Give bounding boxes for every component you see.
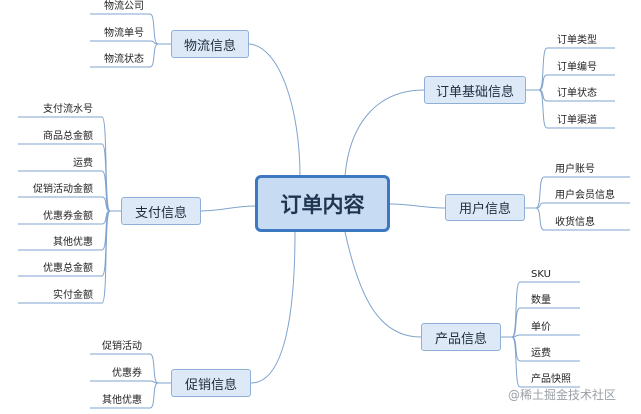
- leaf-product-quantity: 数量: [531, 295, 551, 306]
- connector-central-user: [389, 203, 446, 209]
- leaf-order-status: 订单状态: [557, 88, 597, 99]
- bracket-logistics-branch-2: [90, 43, 159, 68]
- bracket-order-basic-branch-3: [538, 89, 615, 129]
- bracket-promotion-branch-1: [90, 380, 159, 384]
- leaf-payment-freight: 运费: [73, 158, 93, 169]
- leaf-user-membership: 用户会员信息: [555, 190, 615, 201]
- leaf-promotion-activity: 促销活动: [102, 341, 142, 352]
- bracket-logistics-branch-0: [90, 13, 159, 45]
- leaf-promotion-coupon: 优惠券: [112, 368, 142, 379]
- leaf-logistics-status: 物流状态: [104, 54, 144, 65]
- bracket-user-branch-2: [535, 207, 630, 231]
- central-node: 订单内容: [255, 175, 390, 232]
- leaf-order-channel: 订单渠道: [557, 115, 597, 126]
- bracket-payment-branch-7: [18, 210, 111, 304]
- leaf-promotion-other: 其他优惠: [102, 395, 142, 406]
- topic-logistics: 物流信息: [171, 30, 249, 58]
- connector-central-logistics: [248, 43, 301, 177]
- connector-central-payment: [200, 205, 256, 212]
- leaf-user-shipping: 收货信息: [555, 217, 595, 228]
- topic-promotion: 促销信息: [171, 369, 251, 397]
- topic-product: 产品信息: [421, 323, 501, 351]
- topic-payment: 支付信息: [121, 197, 201, 225]
- bracket-logistics-branch-1: [90, 40, 159, 45]
- bracket-payment-branch-1: [18, 143, 111, 212]
- connector-central-promotion: [250, 231, 296, 384]
- leaf-payment-goods-total: 商品总金额: [43, 131, 93, 142]
- leaf-product-sku: SKU: [531, 269, 551, 280]
- connector-central-order-basic: [344, 89, 425, 177]
- bracket-user-branch-0: [535, 176, 630, 209]
- leaf-payment-serial: 支付流水号: [43, 104, 93, 115]
- leaf-payment-other-discount: 其他优惠: [53, 237, 93, 248]
- bracket-promotion-branch-2: [90, 382, 159, 409]
- bracket-order-basic-branch-1: [538, 74, 615, 91]
- topic-order-basic: 订单基础信息: [424, 76, 526, 104]
- leaf-logistics-number: 物流单号: [104, 28, 144, 39]
- leaf-payment-discount-total: 优惠总金额: [43, 263, 93, 274]
- leaf-product-freight: 运费: [531, 348, 551, 359]
- watermark-text: @稀土掘金技术社区: [508, 388, 617, 402]
- bracket-payment-branch-2: [18, 170, 111, 212]
- bracket-product-branch-4: [511, 336, 580, 388]
- leaf-product-snapshot: 产品快照: [531, 374, 571, 385]
- leaf-payment-paid-amount: 实付金额: [53, 290, 93, 301]
- bracket-order-basic-branch-0: [538, 47, 615, 91]
- leaf-payment-promo-amount: 促销活动金额: [33, 184, 93, 195]
- leaf-payment-coupon-amount: 优惠券金额: [43, 211, 93, 222]
- leaf-product-price: 单价: [531, 322, 551, 333]
- bracket-payment-branch-3: [18, 196, 111, 212]
- leaf-user-account: 用户账号: [555, 164, 595, 175]
- bracket-product-branch-1: [511, 307, 580, 338]
- connector-central-product: [344, 231, 422, 338]
- topic-user: 用户信息: [445, 194, 525, 221]
- bracket-product-branch-2: [511, 334, 580, 338]
- leaf-order-type: 订单类型: [557, 35, 597, 46]
- bracket-user-branch-1: [535, 202, 630, 209]
- bracket-promotion-branch-0: [90, 353, 159, 384]
- leaf-logistics-company: 物流公司: [104, 1, 144, 12]
- leaf-order-number: 订单编号: [557, 62, 597, 73]
